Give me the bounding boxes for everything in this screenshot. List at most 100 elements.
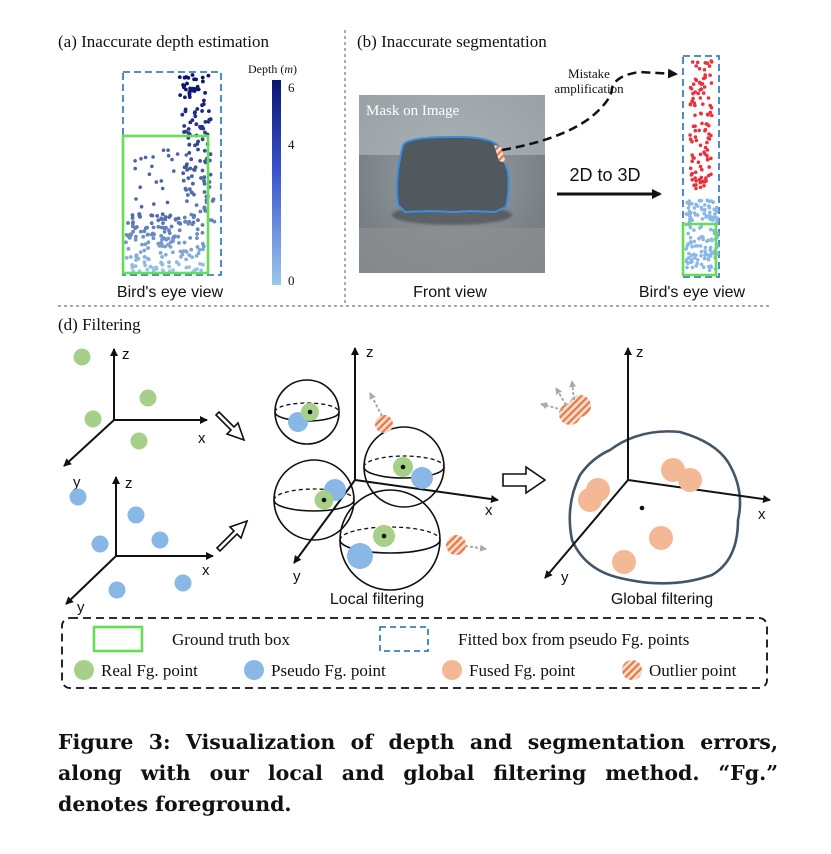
panel-b-view-label: Bird's eye view <box>639 284 746 301</box>
point-cloud-dot <box>160 186 165 191</box>
point-cloud-dot <box>702 85 707 89</box>
point-cloud-dot <box>695 213 700 217</box>
point-cloud-dot <box>178 249 183 254</box>
point-cloud-dot <box>177 75 182 79</box>
point-cloud-dot <box>142 255 147 259</box>
point-cloud-dot <box>183 95 187 100</box>
point-cloud-dot <box>193 110 197 115</box>
point-cloud-dot <box>161 148 166 152</box>
point-cloud-dot <box>139 204 144 209</box>
point-cloud-dot <box>709 156 713 161</box>
point-cloud-dot <box>194 77 199 82</box>
point-cloud-dot <box>693 170 698 175</box>
point-cloud-dot <box>195 107 200 111</box>
point-cloud-dot <box>181 249 186 254</box>
legend-outlier-point-label: Outlier point <box>649 661 737 680</box>
point-cloud-dot <box>189 212 194 217</box>
hollow-arrow <box>502 465 547 495</box>
point-cloud-dot <box>693 77 698 82</box>
point-cloud-dot <box>182 124 187 128</box>
point-cloud-dot <box>708 73 712 77</box>
point-cloud-dot <box>200 168 205 173</box>
point-cloud-dot <box>202 175 207 180</box>
point-cloud-dot <box>189 157 194 162</box>
point-cloud-dot <box>160 244 165 249</box>
global-filtering-label: Global filtering <box>611 591 713 608</box>
point-cloud-dot <box>692 239 697 244</box>
point-cloud-dot <box>694 202 698 207</box>
point-cloud-dot <box>695 258 700 262</box>
pseudo-fg-point <box>127 506 145 524</box>
point-cloud-dot <box>171 239 175 244</box>
axis-y-label: y <box>77 599 85 616</box>
point-cloud-dot <box>137 212 142 217</box>
point-cloud-dot <box>183 109 188 114</box>
point-cloud-dot <box>146 232 151 237</box>
point-cloud-dot <box>142 260 147 265</box>
point-cloud-dot <box>690 265 695 270</box>
point-cloud-dot <box>138 185 142 189</box>
legend-fitted-box-label: Fitted box from pseudo Fg. points <box>458 630 689 649</box>
point-cloud-dot <box>688 166 693 171</box>
point-cloud-dot <box>686 206 691 210</box>
point-cloud-dot <box>690 60 695 64</box>
real-fg-point <box>139 389 157 407</box>
ground-truth-box-a <box>121 134 210 275</box>
legend-fitted-box-swatch <box>379 626 429 652</box>
point-cloud-dot <box>697 66 702 71</box>
point-cloud-dot <box>134 234 138 239</box>
point-cloud-dot <box>699 82 704 87</box>
point-cloud-dot <box>703 249 707 253</box>
legend-outlier-point-swatch <box>622 660 642 680</box>
point-cloud-dot <box>707 165 711 169</box>
point-cloud-dot <box>182 215 187 220</box>
global-filtering-diagram: z x y <box>540 344 771 586</box>
point-cloud-dot <box>141 234 146 239</box>
point-cloud-dot <box>156 225 161 229</box>
point-cloud-dot <box>689 253 694 258</box>
point-cloud-dot <box>703 61 708 65</box>
point-cloud-dot <box>209 218 214 223</box>
panel-d-title: (d) Filtering <box>58 315 141 334</box>
point-cloud-dot <box>162 226 167 231</box>
point-cloud-dot <box>158 251 163 255</box>
point-cloud-dot <box>163 217 168 222</box>
axes-pseudo-points: z x y <box>65 475 214 616</box>
point-cloud-dot <box>174 260 179 264</box>
point-cloud-dot <box>699 262 704 267</box>
point-cloud-dot <box>700 217 705 221</box>
axis-y-label: y <box>73 474 81 491</box>
amplification-label: amplification <box>554 81 624 96</box>
point-cloud-dot <box>709 264 713 269</box>
point-cloud-dot <box>687 251 691 256</box>
point-cloud-dot <box>184 164 189 169</box>
fused-fg-point <box>578 488 602 512</box>
point-cloud-dot <box>699 254 703 258</box>
point-cloud-dot <box>696 91 700 96</box>
point-cloud-dot <box>707 64 712 68</box>
point-cloud-dot <box>685 265 689 270</box>
point-cloud-dot <box>201 247 205 252</box>
point-cloud-dot <box>686 231 690 236</box>
point-cloud-dot <box>703 128 707 133</box>
point-cloud-dot <box>688 102 693 106</box>
point-cloud-dot <box>694 264 698 268</box>
point-cloud-dot <box>200 241 205 246</box>
point-cloud-dot <box>689 260 693 265</box>
point-cloud-dot <box>692 101 697 105</box>
car-mask <box>395 135 510 214</box>
point-cloud-dot <box>698 244 703 248</box>
point-cloud-dot <box>186 176 191 181</box>
point-cloud-dot <box>164 237 169 242</box>
point-cloud-dot <box>160 255 165 259</box>
point-cloud-dot <box>712 216 717 220</box>
point-cloud-dot <box>703 207 707 212</box>
point-cloud-dot <box>139 229 143 234</box>
point-cloud-dot <box>690 171 694 176</box>
point-cloud-dot <box>212 219 217 224</box>
point-cloud-dot <box>188 236 193 240</box>
point-cloud-dot <box>709 133 713 138</box>
global-boundary <box>568 430 742 585</box>
point-cloud-dot <box>707 137 712 141</box>
panel-b: (b) Inaccurate segmentation Mask on Imag… <box>357 32 746 301</box>
